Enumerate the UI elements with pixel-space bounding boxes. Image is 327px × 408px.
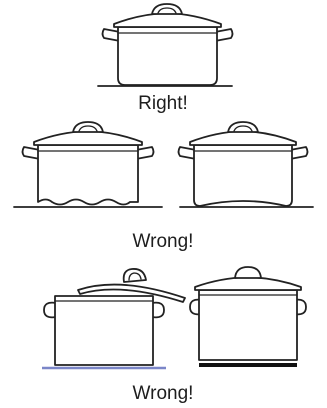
pot-lid	[34, 131, 142, 145]
pot-body	[118, 27, 217, 85]
pot-warped-base	[14, 122, 162, 207]
lid-knob	[235, 267, 261, 278]
caption-wrong-middle: Wrong!	[133, 231, 194, 252]
pot-body	[194, 145, 292, 206]
pot-lid	[114, 13, 221, 27]
pot-body	[55, 296, 153, 365]
caption-wrong-bottom: Wrong!	[133, 383, 194, 404]
pot-lid	[190, 131, 296, 145]
pot-oversized	[42, 269, 185, 368]
caption-right: Right!	[138, 93, 188, 114]
pot-domed-base	[179, 122, 314, 207]
pot-lid	[195, 277, 301, 290]
pot-body	[199, 290, 297, 360]
pot-correct	[98, 4, 233, 86]
pot-body	[38, 145, 138, 205]
lid-knob	[73, 122, 103, 132]
lid-knob	[124, 269, 146, 282]
lid-knob	[228, 122, 258, 132]
pot-small-burner	[190, 267, 306, 365]
lid-knob	[152, 4, 182, 14]
